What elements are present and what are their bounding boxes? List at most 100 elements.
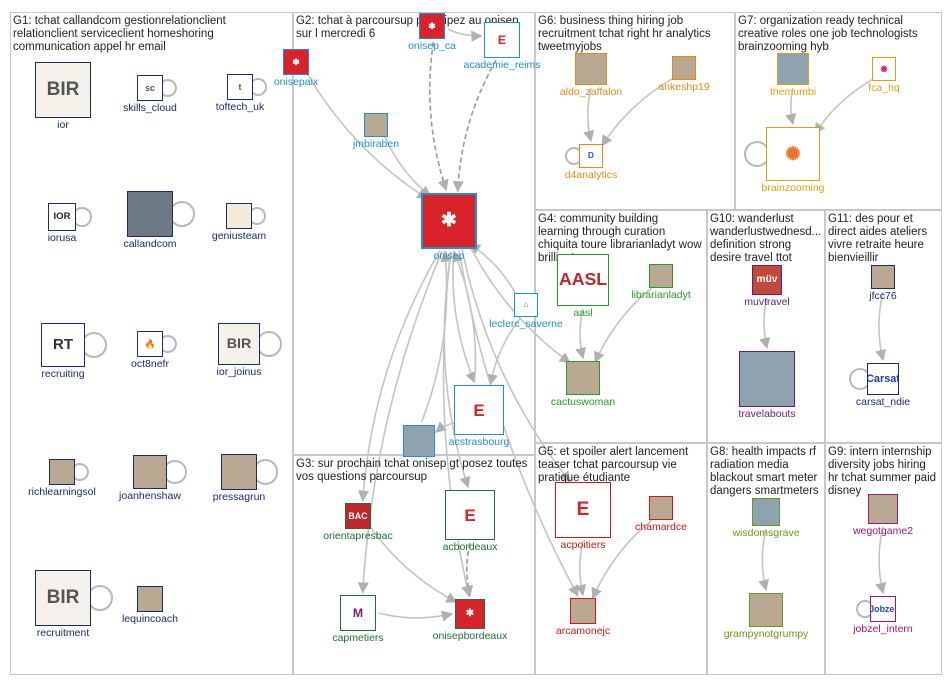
node-label: jobzel_intern bbox=[853, 623, 913, 635]
flame-icon: 🔥 bbox=[137, 331, 163, 357]
node-label: grampynotgrumpy bbox=[723, 628, 809, 640]
fca-logo-icon: ◉ bbox=[872, 57, 896, 81]
orient-bac-logo-icon: BAC bbox=[345, 503, 371, 529]
person-avatar-icon bbox=[871, 265, 895, 289]
onisep-logo-icon: ✱ bbox=[419, 13, 445, 39]
photo-icon bbox=[777, 53, 809, 85]
group-box-g1: G1: tchat callandcom gestionrelationclie… bbox=[10, 12, 293, 675]
group-label: G1: tchat callandcom gestionrelationclie… bbox=[13, 15, 226, 53]
person-avatar-icon bbox=[649, 264, 673, 288]
muv-logo-icon: müv bbox=[752, 265, 782, 295]
node-label: onisepbordeaux bbox=[432, 630, 508, 642]
group-label: G5: et spoiler alert lancement teaser tc… bbox=[538, 446, 689, 484]
node-glyph: ◉ bbox=[880, 63, 888, 73]
onisep-logo-icon: ✱ bbox=[421, 193, 477, 249]
aasl-logo-icon: AASL bbox=[557, 254, 609, 306]
person-avatar-icon bbox=[137, 586, 163, 612]
node-label: acstrasbourg bbox=[448, 436, 510, 448]
node-glyph: BIR bbox=[226, 335, 252, 352]
node-label: recruitment bbox=[36, 627, 90, 639]
person-avatar-icon bbox=[649, 496, 673, 520]
node-label: travelabouts bbox=[738, 408, 796, 420]
node-glyph: müv bbox=[756, 273, 778, 285]
node-label: cactuswoman bbox=[550, 396, 616, 408]
node-label: d4analytics bbox=[564, 169, 618, 181]
group-box-g6: G6: business thing hiring job recruitmen… bbox=[535, 12, 735, 210]
group-label: G2: tchat à parcoursup participez au oni… bbox=[296, 15, 519, 40]
group-label: G4: community building learning through … bbox=[538, 213, 702, 264]
onisep-logo-icon: ✱ bbox=[455, 599, 485, 629]
node-glyph: ✱ bbox=[441, 210, 457, 232]
node-label: carsat_ndie bbox=[855, 396, 911, 408]
node-glyph: ✱ bbox=[292, 56, 300, 67]
node-label: pressagrun bbox=[212, 491, 266, 503]
person-avatar-icon bbox=[364, 113, 388, 137]
node-glyph: t bbox=[238, 81, 242, 92]
d4-logo-icon: D bbox=[579, 144, 603, 168]
onisep-logo-icon: ✱ bbox=[283, 49, 309, 75]
photo-icon bbox=[752, 498, 780, 526]
photo-icon bbox=[739, 351, 795, 407]
academie-logo-icon: E bbox=[484, 22, 520, 58]
british-institute-logo-icon: BIR bbox=[35, 570, 91, 626]
group-box-g3: G3: sur prochain tchat onisep gt posez t… bbox=[293, 455, 535, 675]
node-glyph: RT bbox=[53, 335, 73, 353]
carsat-logo-icon: Carsat bbox=[867, 363, 899, 395]
ior-logo-icon: IOR bbox=[48, 203, 76, 231]
group-label: G3: sur prochain tchat onisep gt posez t… bbox=[296, 458, 528, 483]
person-avatar-icon bbox=[566, 361, 600, 395]
node-label: onisepaix bbox=[273, 76, 319, 88]
person-avatar-icon bbox=[749, 593, 783, 627]
group-box-g11: G11: des pour et direct aides ateliers v… bbox=[825, 210, 942, 443]
node-glyph: sc bbox=[145, 82, 155, 93]
node-label: acpoitiers bbox=[560, 539, 606, 551]
node-label: joanhenshaw bbox=[119, 490, 181, 502]
british-institute-logo-icon: BIR bbox=[218, 323, 260, 365]
node-glyph: AASL bbox=[558, 269, 608, 290]
toftech-logo-icon: t bbox=[227, 74, 253, 100]
node-label: aldo_zaffalon bbox=[559, 86, 623, 98]
node-glyph: E bbox=[473, 400, 485, 420]
node-label: toftech_uk bbox=[215, 101, 265, 113]
person-avatar-icon bbox=[672, 56, 696, 80]
group-box-g8: G8: health impacts rf radiation media bl… bbox=[707, 443, 825, 675]
node-glyph: BIR bbox=[46, 79, 80, 101]
node-label: themumbi bbox=[769, 86, 817, 98]
node-label: oct8nefr bbox=[131, 358, 169, 370]
node-glyph: IOR bbox=[53, 211, 71, 223]
node-glyph: Carsat bbox=[867, 372, 899, 385]
capmetiers-logo-icon: M bbox=[340, 595, 376, 631]
group-box-g5: G5: et spoiler alert lancement teaser tc… bbox=[535, 443, 707, 675]
node-label: lequincoach bbox=[121, 613, 179, 625]
node-label: skills_cloud bbox=[123, 102, 177, 114]
node-glyph: E bbox=[497, 32, 507, 47]
node-label: librarianladyt bbox=[631, 289, 691, 301]
node-glyph: ⌂ bbox=[523, 299, 529, 309]
brain-logo-icon: ✺ bbox=[766, 127, 820, 181]
node-label: jfcc76 bbox=[869, 290, 897, 302]
person-avatar-icon bbox=[133, 455, 167, 489]
node-label: wegotgame2 bbox=[852, 525, 914, 537]
skills-cloud-logo-icon: sc bbox=[137, 75, 163, 101]
node-label: callandcom bbox=[123, 238, 177, 250]
node-glyph: ✱ bbox=[465, 607, 475, 619]
node-label: ior_joinus bbox=[216, 366, 262, 378]
node-glyph: ✱ bbox=[428, 20, 436, 31]
node-label: muvtravel bbox=[744, 296, 790, 308]
node-label: fca_hq bbox=[868, 82, 900, 94]
node-label: recruiting bbox=[41, 368, 85, 380]
node-glyph: D bbox=[588, 150, 594, 160]
node-label: richlearningsol bbox=[28, 486, 96, 498]
node-label: arcamonejc bbox=[555, 625, 611, 637]
person-avatar-icon bbox=[868, 494, 898, 524]
region-logo-icon: E bbox=[445, 490, 495, 540]
rt-logo-icon: RT bbox=[41, 323, 85, 367]
person-avatar-icon bbox=[49, 459, 75, 485]
group-box-g4: G4: community building learning through … bbox=[535, 210, 707, 443]
node-label: aasl bbox=[573, 307, 593, 319]
node-label: geniusteam bbox=[211, 230, 267, 242]
academie-logo-icon: E bbox=[454, 385, 504, 435]
group-label: G10: wanderlust wanderlustwednesd... def… bbox=[710, 213, 822, 264]
node-label: ior bbox=[57, 119, 69, 131]
